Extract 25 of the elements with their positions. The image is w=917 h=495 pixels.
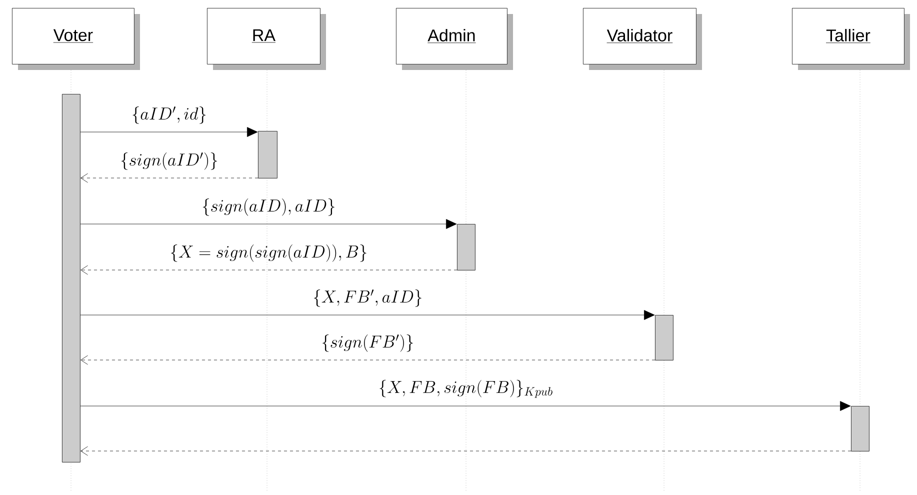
- activation-bar: [258, 131, 278, 178]
- arrow: [80, 265, 458, 275]
- actor-box: Tallier: [792, 8, 910, 70]
- edge-label: $\{sign(aID')\}$: [121, 152, 217, 170]
- arrow: [80, 173, 258, 183]
- actor-box: Admin: [396, 8, 513, 70]
- arrow: [80, 219, 457, 229]
- edge-label: $\{X, FB', aID\}$: [314, 290, 422, 307]
- arrow: [80, 310, 655, 320]
- arrow: [80, 355, 656, 365]
- edge-label: $\{aID', id\}$: [132, 106, 206, 124]
- activation-bar: [62, 94, 80, 462]
- arrow: [80, 127, 258, 137]
- edge-label: $\{X = sign(sign(aID)), B\}$: [171, 244, 366, 262]
- edge-label: $\{sign(FB')\}$: [322, 334, 413, 352]
- edge-label: $\{X, FB, sign(FB)\}_{Kpub}$: [380, 380, 552, 398]
- activation-bar: [851, 406, 870, 452]
- edge-label: $\{sign(aID), aID\}$: [202, 198, 334, 216]
- arrow: [80, 401, 851, 411]
- activation-bar: [457, 224, 476, 270]
- arrow: [80, 446, 852, 456]
- actor-box: RA: [207, 8, 326, 70]
- actor-box: Voter: [12, 8, 140, 70]
- actor-box: Validator: [583, 8, 702, 70]
- activation-bar: [655, 315, 674, 360]
